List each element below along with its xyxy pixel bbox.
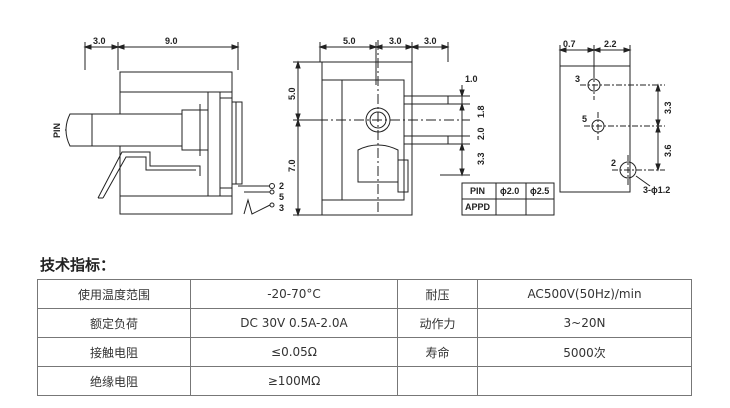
technical-drawing: 3.0 9.0 PIN 2 5 3 (52, 36, 673, 217)
side-dim-left: 3.0 (93, 36, 106, 46)
footprint-hole-3: 3 (575, 74, 580, 84)
specs-table: 使用温度范围 -20-70°C 耐压 AC500V(50Hz)/min 额定负荷… (37, 279, 692, 396)
spec-label (397, 366, 478, 396)
spec-value (477, 366, 692, 396)
footprint-dim-top-1: 0.7 (563, 39, 576, 49)
spec-value: DC 30V 0.5A-2.0A (190, 308, 398, 338)
front-dim-top-2: 3.0 (389, 36, 402, 46)
spec-value: ≤0.05Ω (190, 337, 398, 367)
pin-table-header-pin: PIN (470, 186, 485, 196)
footprint-view (558, 45, 665, 193)
footprint-dim-right-2: 3.6 (663, 144, 673, 157)
pin-table-header-d25: ɸ2.5 (530, 186, 549, 196)
spec-label: 额定负荷 (37, 308, 191, 338)
front-dim-right-4: 3.3 (476, 152, 486, 165)
front-dim-top-3: 3.0 (424, 36, 437, 46)
footprint-dim-top-2: 2.2 (604, 39, 617, 49)
table-row: 接触电阻 ≤0.05Ω 寿命 5000次 (37, 337, 692, 367)
pin-table-row-appd: APPD (465, 202, 491, 212)
pin-number-3: 3 (279, 203, 284, 213)
pin-table-header-d20: ɸ2.0 (500, 186, 519, 196)
table-row: 使用温度范围 -20-70°C 耐压 AC500V(50Hz)/min (37, 279, 692, 309)
front-dim-left-1: 5.0 (287, 87, 297, 100)
front-dim-right-2: 1.8 (476, 105, 486, 118)
spec-label: 使用温度范围 (37, 279, 191, 309)
spec-value: AC500V(50Hz)/min (477, 279, 692, 309)
spec-value: ≥100MΩ (190, 366, 398, 396)
table-row: 额定负荷 DC 30V 0.5A-2.0A 动作力 3~20N (37, 308, 692, 338)
side-dim-right: 9.0 (165, 36, 178, 46)
footprint-hole-note: 3-ɸ1.2 (643, 185, 670, 195)
front-view (293, 40, 470, 217)
pin-number-5: 5 (279, 192, 284, 202)
footprint-dim-right-1: 3.3 (663, 101, 673, 114)
spec-value: 3~20N (477, 308, 692, 338)
spec-label: 绝缘电阻 (37, 366, 191, 396)
pin-label: PIN (52, 123, 62, 138)
spec-value: -20-70°C (190, 279, 398, 309)
side-view (65, 42, 275, 215)
spec-label: 接触电阻 (37, 337, 191, 367)
footprint-hole-2: 2 (611, 158, 616, 168)
pin-table (461, 182, 555, 216)
spec-value: 5000次 (477, 337, 692, 367)
table-row: 绝缘电阻 ≥100MΩ (37, 366, 692, 396)
spec-label: 动作力 (397, 308, 478, 338)
front-dim-left-2: 7.0 (287, 159, 297, 172)
front-dim-right-3: 2.0 (476, 127, 486, 140)
pin-number-2: 2 (279, 181, 284, 191)
specs-title: 技术指标： (40, 256, 116, 274)
spec-label: 寿命 (397, 337, 478, 367)
front-dim-top-1: 5.0 (343, 36, 356, 46)
spec-label: 耐压 (397, 279, 478, 309)
front-dim-right-1: 1.0 (465, 74, 478, 84)
footprint-hole-5: 5 (582, 114, 587, 124)
